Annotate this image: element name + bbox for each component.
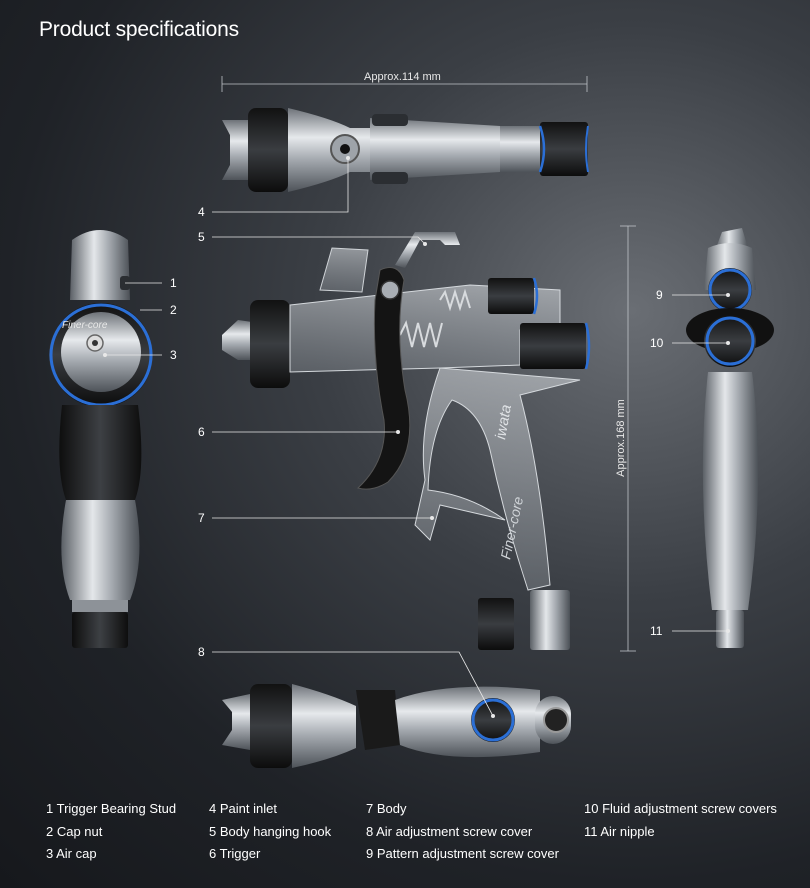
legend-item: 8 Air adjustment screw cover: [366, 823, 533, 839]
legend-item: 1 Trigger Bearing Stud: [46, 801, 177, 816]
brand-text-front: Finer-core: [62, 320, 108, 331]
callout-4: 4: [198, 205, 205, 219]
callout-6: 6: [198, 425, 205, 439]
legend-column-1: 1 Trigger Bearing Stud 2 Cap nut 3 Air c…: [46, 798, 176, 866]
rear-view-gun: [686, 228, 774, 648]
leader-lines: [105, 158, 728, 717]
callout-3: 3: [170, 348, 177, 362]
legend-item: 11 Air nipple: [584, 823, 655, 839]
legend-column-2: 4 Paint inlet 5 Body hanging hook 6 Trig…: [209, 798, 331, 866]
legend-item: 7 Body: [366, 801, 407, 816]
callout-2: 2: [170, 303, 177, 317]
height-dimension-line: [620, 225, 636, 652]
callout-1: 1: [170, 276, 177, 290]
legend-item: 10 Fluid adjustment screw covers: [584, 801, 777, 816]
legend-item: 6 Trigger: [209, 846, 261, 861]
callout-9: 9: [656, 288, 663, 302]
bottom-view-gun: [222, 684, 571, 768]
callout-7: 7: [198, 511, 205, 525]
height-dimension-label: Approx.168 mm: [615, 399, 627, 477]
legend-item: 9 Pattern adjustment screw cover: [366, 846, 559, 861]
brand-mark-side: iwata: [492, 403, 515, 440]
callout-8: 8: [198, 645, 205, 659]
width-dimension-line: [221, 76, 588, 92]
side-view-gun: iwata Finer-core: [222, 232, 591, 650]
page-title: Product specifications: [39, 18, 239, 41]
legend-item: 4 Paint inlet: [209, 801, 277, 816]
callout-5: 5: [198, 230, 205, 244]
top-view-gun: [222, 108, 589, 192]
legend-item: 3 Air cap: [46, 846, 97, 861]
callout-11: 11: [650, 624, 663, 638]
legend-item: 2 Cap nut: [46, 823, 103, 839]
legend-column-3: 7 Body 8 Air adjustment screw cover 9 Pa…: [366, 798, 559, 866]
legend-column-4: 10 Fluid adjustment screw covers 11 Air …: [584, 798, 777, 843]
callout-10: 10: [650, 336, 664, 350]
legend-item: 5 Body hanging hook: [209, 823, 332, 839]
width-dimension-label: Approx.114 mm: [364, 71, 441, 83]
front-view-gun: Finer-core: [49, 230, 153, 648]
